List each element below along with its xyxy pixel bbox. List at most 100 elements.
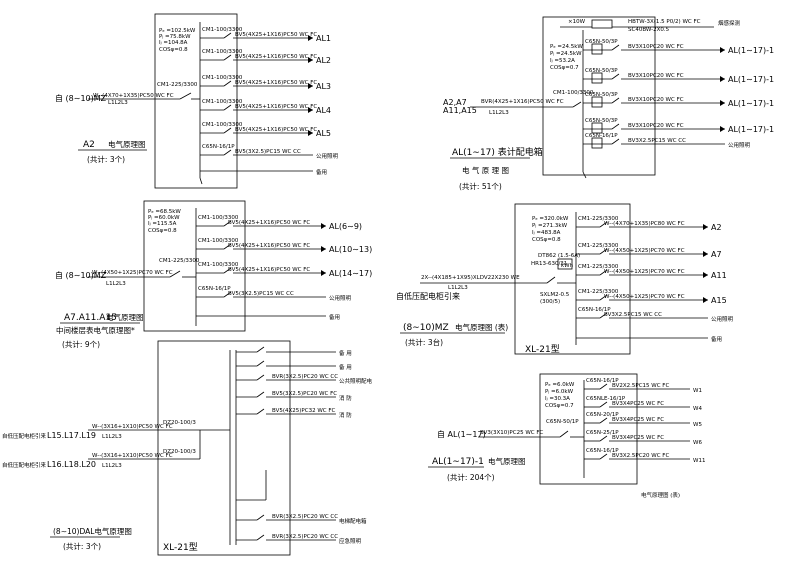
al-row-3-meter: [591, 96, 603, 108]
dal-row-3-output-label: 公共照明配电: [339, 377, 373, 385]
xl-row-2-breaker-contact: [599, 248, 608, 255]
xl-row-1-breaker-contact: [599, 221, 608, 228]
dal-code-1: L15.L17.L19: [47, 431, 96, 440]
al1-row-4-breaker-label: C65N-25/1P: [586, 430, 619, 436]
al1-note: 电气原理图 (表): [641, 491, 680, 499]
a2-param-1: Pₑ =102.5kW: [159, 28, 196, 34]
dal-panel-box: [157, 340, 291, 556]
al1-param-4: COSφ=0.7: [545, 403, 574, 409]
al1-row-3-breaker-label: C65N-20/1P: [586, 412, 619, 418]
al-row-2-meter: [591, 72, 603, 84]
mz-row-2-output-label: AL(10∼13): [329, 245, 372, 254]
al-top-output: 烟感探测: [718, 19, 741, 27]
diagram-a2: Pₑ =102.5kW Pⱼ =75.8kW Iⱼ =104.8A COSφ=0…: [55, 13, 339, 189]
dal-phases-2: L1L2L3: [102, 463, 122, 469]
dal-row-4-feeder-label: BV5(3X2.5)PC20 WC FC: [272, 391, 337, 397]
al-subtitle: 电 气 原 理 图: [462, 165, 509, 175]
xl-row-1-arrow-icon: [703, 224, 708, 230]
xl-row-2-feeder-label: W--(4X50+1X25)PC70 WC FC: [604, 248, 685, 254]
a2-row-3-feeder-label: BV5(4X25+1X16)PC50 WC FC: [235, 80, 317, 86]
a2-row-5-arrow-icon: [308, 130, 313, 136]
a2-row-5-output-label: AL5: [316, 129, 331, 138]
xl-row-1-feeder-label: W--(4X70+1X35)PC80 WC FC: [604, 221, 685, 227]
al1-row-3-output-label: W5: [693, 422, 702, 428]
al-source-code: A2,A7: [443, 98, 467, 107]
a2-title: 电气原理图: [108, 139, 146, 149]
xl-row-3-feeder-label: W--(4X50+1X25)PC70 WC FC: [604, 269, 685, 275]
al1-param-1: Pₑ =6.0kW: [545, 382, 575, 388]
xl-source-label: 自低压配电柜引来: [396, 291, 460, 301]
al-row-4-breaker-label: C65N-50/3P: [585, 118, 618, 124]
al1-row-3-breaker-contact: [599, 417, 608, 424]
al-row-5-breaker-contact: [611, 138, 620, 145]
al1-row-4-breaker-contact: [599, 435, 608, 442]
a2-row-2-breaker-label: CM1-100/3300: [202, 49, 243, 55]
xl-row-2-output-label: A7: [711, 250, 722, 259]
xl-isolator-2: (300/5): [540, 299, 560, 305]
a2-row-6-breaker-contact: [223, 149, 232, 156]
al-row-2-arrow-icon: [720, 76, 725, 82]
a2-row-4-breaker-contact: [223, 104, 232, 111]
dal-row-4-breaker-contact: [256, 391, 265, 398]
mz-row-2-breaker-contact: [223, 243, 232, 250]
xl-row-4-breaker-contact: [599, 294, 608, 301]
xl-row-3-breaker-contact: [599, 269, 608, 276]
a2-param-4: COSφ=0.8: [159, 47, 188, 53]
al-row-3-feeder-label: BV3X10PC20 WC FC: [628, 97, 684, 103]
diagram-al-meter-box: Pₑ =24.5kW Pⱼ =24.5kW Iⱼ =53.2A COSφ=0.7…: [443, 16, 774, 191]
a2-source-label: 自 (8∼10)MZ: [55, 93, 107, 103]
a2-row-5-breaker-contact: [223, 127, 232, 134]
dal-code-2: L16.L18.L20: [47, 460, 96, 469]
al1-title-2: 电气原理图: [488, 456, 526, 466]
al-row-4-breaker-contact: [611, 123, 620, 130]
dal-row-7-output-label: 应急照明: [339, 537, 362, 545]
mz-row-1-arrow-icon: [321, 223, 326, 229]
xl-row-5-breaker-label: C65N-16/1P: [578, 307, 611, 313]
mz-row-4-breaker-contact: [223, 291, 232, 298]
al-source-code-2: A11,A15: [443, 106, 477, 115]
al1-row-1-output-label: W1: [693, 388, 702, 394]
xl-spare-label: 备用: [711, 335, 722, 343]
dal-phases-1: L1L2L3: [102, 434, 122, 440]
dal-cable-1: W--(3X16+1X10)PC50 WC FC: [92, 424, 173, 430]
al1-count: (共计: 204个): [447, 472, 495, 482]
mz-row-1-breaker-label: CM1-100/3300: [198, 215, 239, 221]
xl-meter-box: kWh: [561, 263, 574, 269]
mz-incoming-cable: W--(4X50+1X25)PC70 WC FC: [92, 270, 173, 276]
dal-row-3-breaker-contact: [256, 374, 265, 381]
dal-row-5-breaker-contact: [256, 408, 265, 415]
al-panel-box: [542, 16, 656, 176]
al1-source-label: 自 AL(1∼17): [437, 429, 486, 439]
a2-param-2: Pⱼ =75.8kW: [159, 34, 191, 40]
mz-title-2: 中间楼层表电气原理图*: [56, 325, 135, 335]
al1-row-4-feeder-label: BV3X4PC25 WC FC: [612, 435, 664, 441]
a2-row-6-breaker-label: C65N-16/1P: [202, 144, 235, 150]
xl-param-2: Pⱼ =271.3kW: [532, 223, 568, 229]
mz-title: 电气原理图: [106, 312, 144, 322]
xl-row-5-output-label: 公用照明: [711, 316, 734, 323]
a2-cable-phases: L1L2L3: [108, 100, 128, 106]
al1-row-5-output-label: W11: [693, 458, 705, 464]
a2-row-3-output-label: AL3: [316, 82, 331, 91]
dal-source-1: 自低压配电柜引来: [2, 432, 47, 440]
xl-panel-label: XL-21型: [525, 344, 560, 355]
dal-title: (8∼10)DAL电气原理图: [53, 526, 132, 536]
a2-row-4-feeder-label: BV5(4X25+1X16)PC50 WC FC: [235, 104, 317, 110]
a2-panel-box: [154, 13, 238, 189]
dal-row-3-feeder-label: BVR(3X2.5)PC20 WC CC: [272, 374, 338, 380]
diagram-al-1: Pₑ =6.0kW Pⱼ =6.0kW Iⱼ =30.3A COSφ=0.7 C…: [428, 373, 705, 499]
al1-row-5-feeder-label: BV3X2.5PC20 WC FC: [612, 453, 669, 459]
dal-row-1-breaker-contact: [256, 346, 265, 353]
a2-row-1-arrow-icon: [308, 35, 313, 41]
al-title: AL(1∼17) 表计配电箱: [452, 146, 543, 158]
a2-row-2-output-label: AL2: [316, 56, 331, 65]
dal-row-6-feeder-label: BVR(3X2.5)PC20 WC CC: [272, 514, 338, 520]
al1-row-2-breaker-contact: [599, 401, 608, 408]
mz-row-3-arrow-icon: [321, 270, 326, 276]
mz-row-4-output-label: 公用照明: [329, 295, 352, 302]
al1-panel-box: [539, 373, 638, 485]
mz-source-label: 自 (8∼10)MZ: [55, 270, 107, 280]
al-param-4: COSφ=0.7: [550, 65, 579, 71]
al-top-feeder-2: SC40BW-2X0.5: [628, 27, 670, 33]
al-row-2-breaker-contact: [611, 73, 620, 80]
